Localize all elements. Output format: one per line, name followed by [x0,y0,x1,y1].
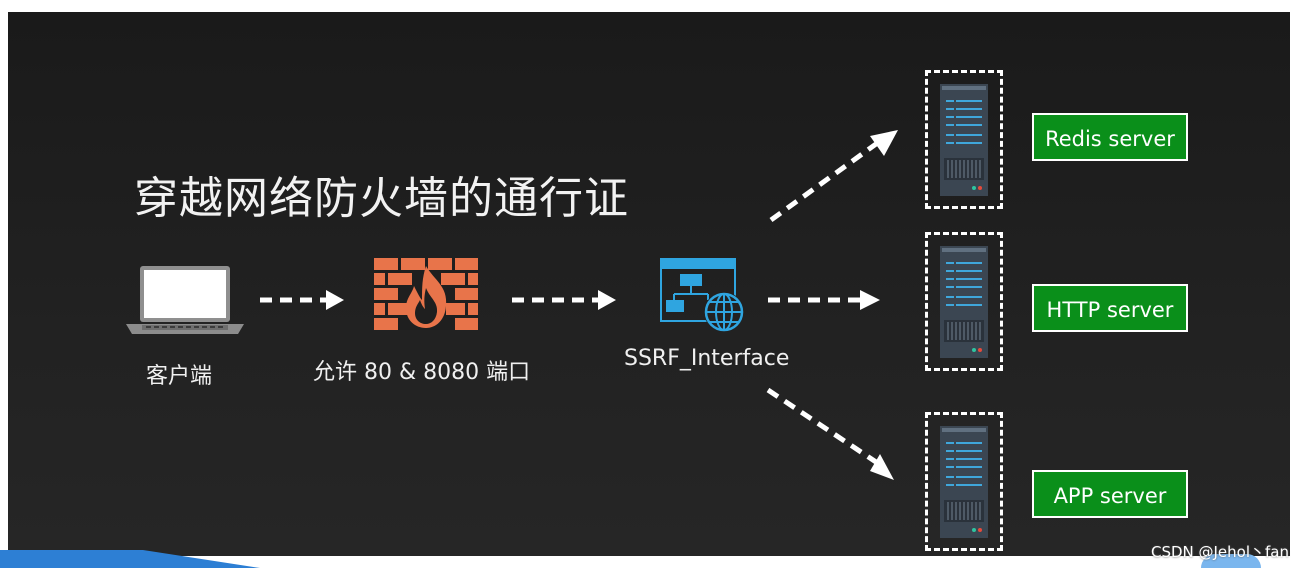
redis-server-icon [940,84,988,196]
app-server-icon [940,426,988,538]
app-server-label: APP server [1032,470,1188,518]
app-server-frame [925,412,1003,551]
firewall-label: 允许 80 & 8080 端口 [313,360,531,385]
decorative-corner-right [1201,554,1261,568]
connector-layer [260,130,898,480]
diagram-slide: 穿越网络防火墙的通行证 客户端 允许 80 & 8080 端 [8,12,1290,556]
http-server-icon [940,246,988,358]
arrow-ssrf-to-redis [769,141,878,223]
http-server-label: HTTP server [1032,284,1188,332]
arrow-ssrf-to-app [766,387,878,465]
redis-server-frame [925,70,1003,209]
redis-server-label: Redis server [1032,113,1188,161]
ssrf-label: SSRF_Interface [624,346,790,371]
ssrf-interface-icon [660,258,744,332]
firewall-icon [374,258,478,330]
client-label: 客户端 [146,364,213,389]
http-server-frame [925,232,1003,371]
watermark: CSDN @Jehol丶fan [1150,543,1289,561]
laptop-icon [126,266,244,334]
slide-title: 穿越网络防火墙的通行证 [134,173,629,224]
